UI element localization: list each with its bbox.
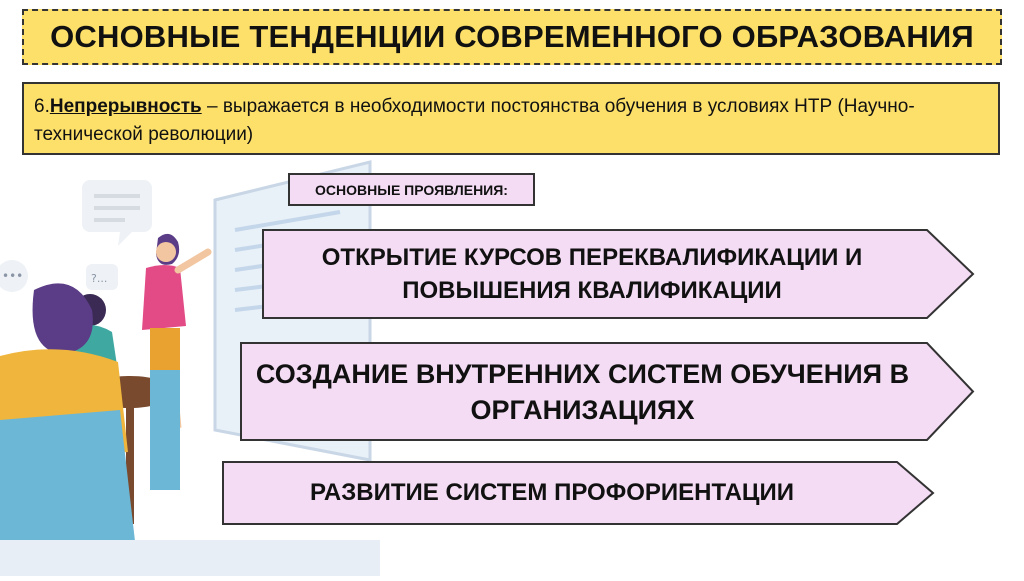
item-label-2: СОЗДАНИЕ ВНУТРЕННИХ СИСТЕМ ОБУЧЕНИЯ В ОР…	[255, 358, 910, 425]
title-banner: ОСНОВНЫЕ ТЕНДЕНЦИИ СОВРЕМЕННОГО ОБРАЗОВА…	[22, 9, 1002, 65]
page-title: ОСНОВНЫЕ ТЕНДЕНЦИИ СОВРЕМЕННОГО ОБРАЗОВА…	[50, 19, 974, 54]
item-arrow-2: СОЗДАНИЕ ВНУТРЕННИХ СИСТЕМ ОБУЧЕНИЯ В ОР…	[240, 342, 975, 441]
description-number: 6.	[34, 96, 50, 117]
section-label: ОСНОВНЫЕ ПРОЯВЛЕНИЯ:	[288, 173, 535, 206]
description-box: 6.Непрерывность – выражается в необходим…	[22, 82, 1000, 155]
item-label-3: РАЗВИТИЕ СИСТЕМ ПРОФОРИЕНТАЦИИ	[310, 479, 794, 506]
question-bubble-icon: ?...	[86, 264, 118, 290]
svg-text:?...: ?...	[91, 272, 107, 285]
description-term: Непрерывность	[49, 96, 202, 117]
description-text: – выражается в необходимости постоянства…	[34, 96, 915, 145]
speech-bubble-icon	[82, 180, 152, 246]
svg-text:•••: •••	[2, 269, 23, 283]
chair	[0, 370, 180, 566]
item-arrow-1: ОТКРЫТИЕ КУРСОВ ПЕРЕКВАЛИФИКАЦИИ И ПОВЫШ…	[262, 229, 975, 319]
item-arrow-3: РАЗВИТИЕ СИСТЕМ ПРОФОРИЕНТАЦИИ	[222, 461, 935, 525]
item-label-1: ОТКРЫТИЕ КУРСОВ ПЕРЕКВАЛИФИКАЦИИ И ПОВЫШ…	[321, 244, 863, 304]
dots-bubble-icon: •••	[0, 260, 28, 292]
